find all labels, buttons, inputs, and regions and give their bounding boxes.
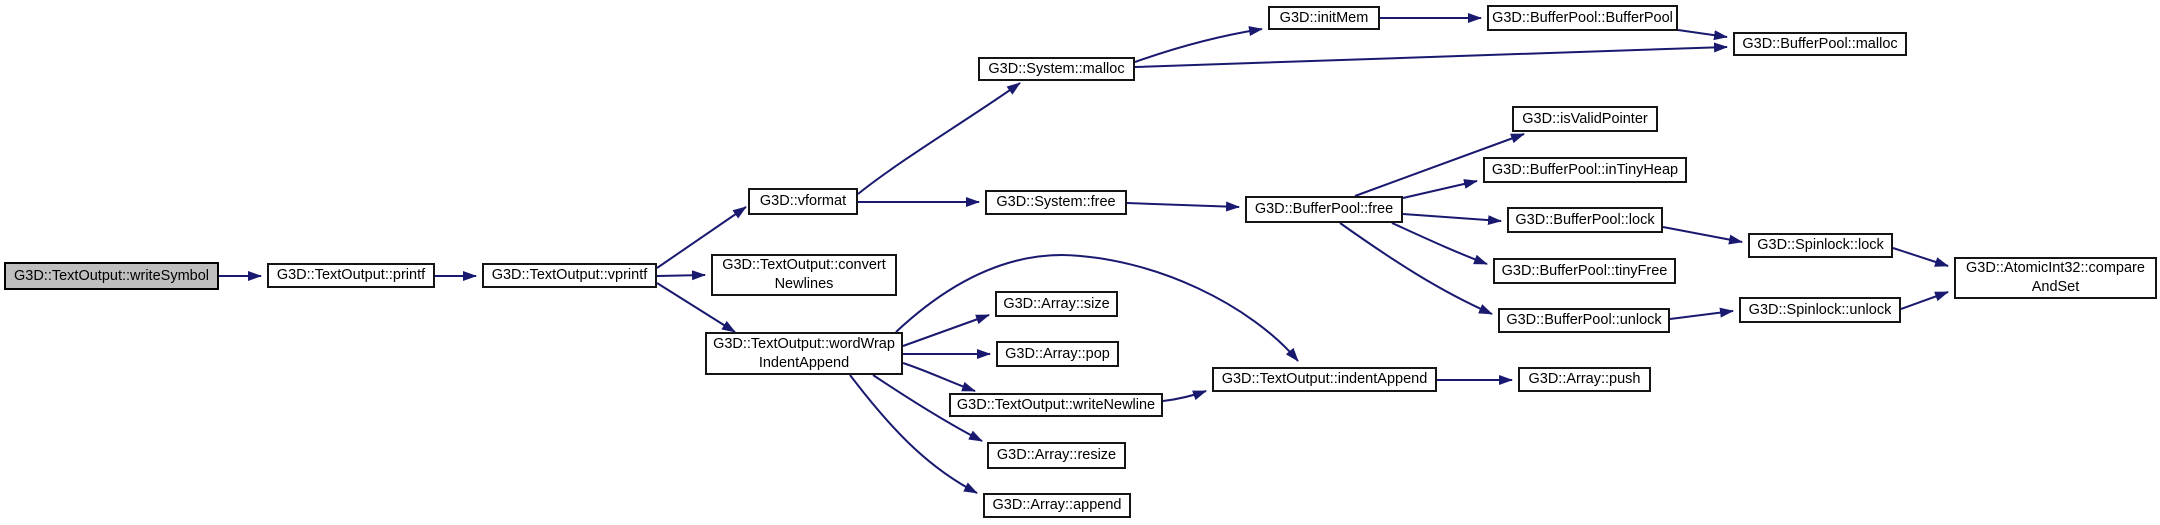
edge-vformat-systemMalloc <box>857 82 1021 195</box>
edge-wordWrapIndentAppend-indentAppend <box>895 253 1299 362</box>
edge-wordWrapIndentAppend-writeNewline <box>902 362 976 392</box>
edge-wordWrapIndentAppend-arraySize <box>902 314 990 347</box>
node-isValidPointer[interactable]: G3D::isValidPointer <box>1512 106 1658 132</box>
edge-systemFree-bufferPoolFree <box>1126 201 1240 212</box>
edge-writeNewline-indentAppend <box>1162 390 1207 402</box>
node-printf[interactable]: G3D::TextOutput::printf <box>267 263 435 288</box>
node-spinlockLock[interactable]: G3D::Spinlock::lock <box>1748 233 1893 258</box>
node-spinlockUnlock[interactable]: G3D::Spinlock::unlock <box>1739 297 1901 323</box>
edge-systemMalloc-initMem <box>1134 26 1263 63</box>
edge-vprintf-vformat <box>656 206 747 269</box>
node-inTinyHeap[interactable]: G3D::BufferPool::inTinyHeap <box>1483 157 1687 183</box>
edge-bufferPoolFree-isValidPointer <box>1354 133 1525 197</box>
node-arrayPush[interactable]: G3D::Array::push <box>1518 367 1651 392</box>
node-bufferPoolMalloc[interactable]: G3D::BufferPool::malloc <box>1733 32 1907 56</box>
node-arraySize[interactable]: G3D::Array::size <box>995 291 1118 317</box>
node-indentAppend[interactable]: G3D::TextOutput::indentAppend <box>1212 367 1437 392</box>
node-bufferPoolCtor[interactable]: G3D::BufferPool::BufferPool <box>1487 5 1678 31</box>
node-writeNewline[interactable]: G3D::TextOutput::writeNewline <box>949 393 1163 417</box>
node-systemMalloc[interactable]: G3D::System::malloc <box>978 57 1135 81</box>
edge-spinlockLock-compareAndSet <box>1892 247 1949 267</box>
node-systemFree[interactable]: G3D::System::free <box>985 190 1127 215</box>
edge-bufferPoolFree-bufferPoolUnlock <box>1339 222 1493 315</box>
edge-bufferPoolFree-bufferPoolLock <box>1402 213 1502 226</box>
node-convertNewlines[interactable]: G3D::TextOutput::convert Newlines <box>711 254 897 296</box>
node-wordWrapIndentAppend[interactable]: G3D::TextOutput::wordWrap IndentAppend <box>705 332 903 375</box>
node-initMem[interactable]: G3D::initMem <box>1268 6 1380 30</box>
node-vformat[interactable]: G3D::vformat <box>748 188 858 215</box>
node-bufferPoolLock[interactable]: G3D::BufferPool::lock <box>1507 207 1663 233</box>
edge-wordWrapIndentAppend-arrayAppend <box>849 374 978 494</box>
node-compareAndSet[interactable]: G3D::AtomicInt32::compare AndSet <box>1954 257 2157 299</box>
node-arrayAppend[interactable]: G3D::Array::append <box>983 493 1131 518</box>
edge-bufferPoolUnlock-spinlockUnlock <box>1669 307 1734 320</box>
edge-spinlockUnlock-compareAndSet <box>1900 291 1949 310</box>
edge-wordWrapIndentAppend-arrayResize <box>872 374 983 442</box>
node-writeSymbol: G3D::TextOutput::writeSymbol <box>4 262 219 290</box>
edge-bufferPoolFree-inTinyHeap <box>1402 179 1478 199</box>
node-bufferPoolUnlock[interactable]: G3D::BufferPool::unlock <box>1498 308 1670 333</box>
node-arrayPop[interactable]: G3D::Array::pop <box>996 341 1119 367</box>
node-tinyFree[interactable]: G3D::BufferPool::tinyFree <box>1493 258 1676 284</box>
edge-bufferPoolFree-tinyFree <box>1391 222 1488 265</box>
edge-systemMalloc-bufferPoolMalloc <box>1134 42 1728 68</box>
node-vprintf[interactable]: G3D::TextOutput::vprintf <box>482 263 657 288</box>
edge-vprintf-wordWrapIndentAppend <box>656 282 736 333</box>
edge-bufferPoolLock-spinlockLock <box>1662 226 1743 245</box>
node-arrayResize[interactable]: G3D::Array::resize <box>987 442 1126 469</box>
edge-vprintf-convertNewlines <box>656 270 706 281</box>
node-bufferPoolFree[interactable]: G3D::BufferPool::free <box>1245 196 1403 223</box>
edge-bufferPoolCtor-bufferPoolMalloc <box>1677 29 1728 41</box>
